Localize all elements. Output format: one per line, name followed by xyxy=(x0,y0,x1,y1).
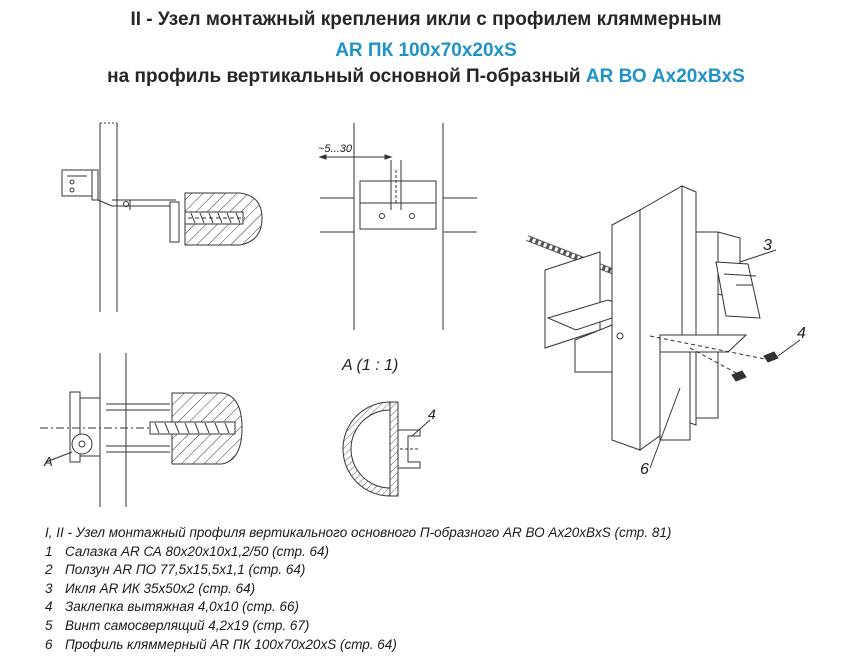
title-product-code: AR ПК 100x70x20xS xyxy=(335,40,517,61)
legend: I, II - Узел монтажный профиля вертикаль… xyxy=(45,524,671,654)
legend-item-num: 1 xyxy=(45,543,53,559)
legend-item-text: Профиль кляммерный AR ПК 100x70x20xS (ст… xyxy=(65,636,397,652)
detail-marker-a: A xyxy=(43,454,53,469)
view-plan-bottom xyxy=(40,353,243,507)
legend-item-num: 5 xyxy=(45,617,53,633)
legend-item-text: Винт самосверлящий 4,2x19 (стр. 67) xyxy=(65,617,310,633)
legend-item-text: Салазка AR СА 80x20x10x1,2/50 (стр. 64) xyxy=(65,543,329,559)
legend-item-4: 4 Заклепка вытяжная 4,0x10 (стр. 66) xyxy=(45,598,671,617)
callout-4-detail: 4 xyxy=(428,406,436,422)
legend-item-text: Заклепка вытяжная 4,0x10 (стр. 66) xyxy=(65,599,299,615)
legend-item-num: 3 xyxy=(45,580,53,596)
legend-item-num: 2 xyxy=(45,562,53,578)
legend-item-num: 4 xyxy=(45,599,53,615)
legend-item-num: 6 xyxy=(45,636,53,652)
technical-drawing: ~5...30 A A (1 : 1) 4 xyxy=(40,122,806,507)
view-isometric xyxy=(525,185,801,469)
callout-4: 4 xyxy=(797,325,806,342)
title-line-1: II - Узел монтажный крепления икли с про… xyxy=(130,9,722,30)
legend-item-5: 5 Винт самосверлящий 4,2x19 (стр. 67) xyxy=(45,617,671,636)
dimension-label: ~5...30 xyxy=(318,143,353,155)
detail-a-view xyxy=(342,401,431,497)
title-line-3-code: AR ВО Ax20xBxS xyxy=(585,66,745,87)
view-side-top xyxy=(61,122,263,312)
legend-item-3: 3 Икля AR ИК 35x50x2 (стр. 64) xyxy=(45,580,671,599)
legend-item-text: Ползун AR ПО 77,5x15,5x1,1 (стр. 64) xyxy=(65,562,306,578)
view-front-top xyxy=(318,123,477,330)
legend-intro: I, II - Узел монтажный профиля вертикаль… xyxy=(45,525,672,540)
legend-item-text: Икля AR ИК 35x50x2 (стр. 64) xyxy=(65,580,256,596)
detail-a-label: A (1 : 1) xyxy=(341,357,398,374)
callout-3: 3 xyxy=(763,237,772,254)
legend-item-2: 2 Ползун AR ПО 77,5x15,5x1,1 (стр. 64) xyxy=(45,561,671,580)
title-line-3: на профиль вертикальный основной П-образ… xyxy=(0,66,852,88)
title-line-3-text: на профиль вертикальный основной П-образ… xyxy=(107,66,581,87)
legend-item-1: 1 Салазка AR СА 80x20x10x1,2/50 (стр. 64) xyxy=(45,543,671,562)
callout-6: 6 xyxy=(640,461,649,478)
legend-item-6: 6 Профиль кляммерный AR ПК 100x70x20xS (с… xyxy=(45,636,671,655)
